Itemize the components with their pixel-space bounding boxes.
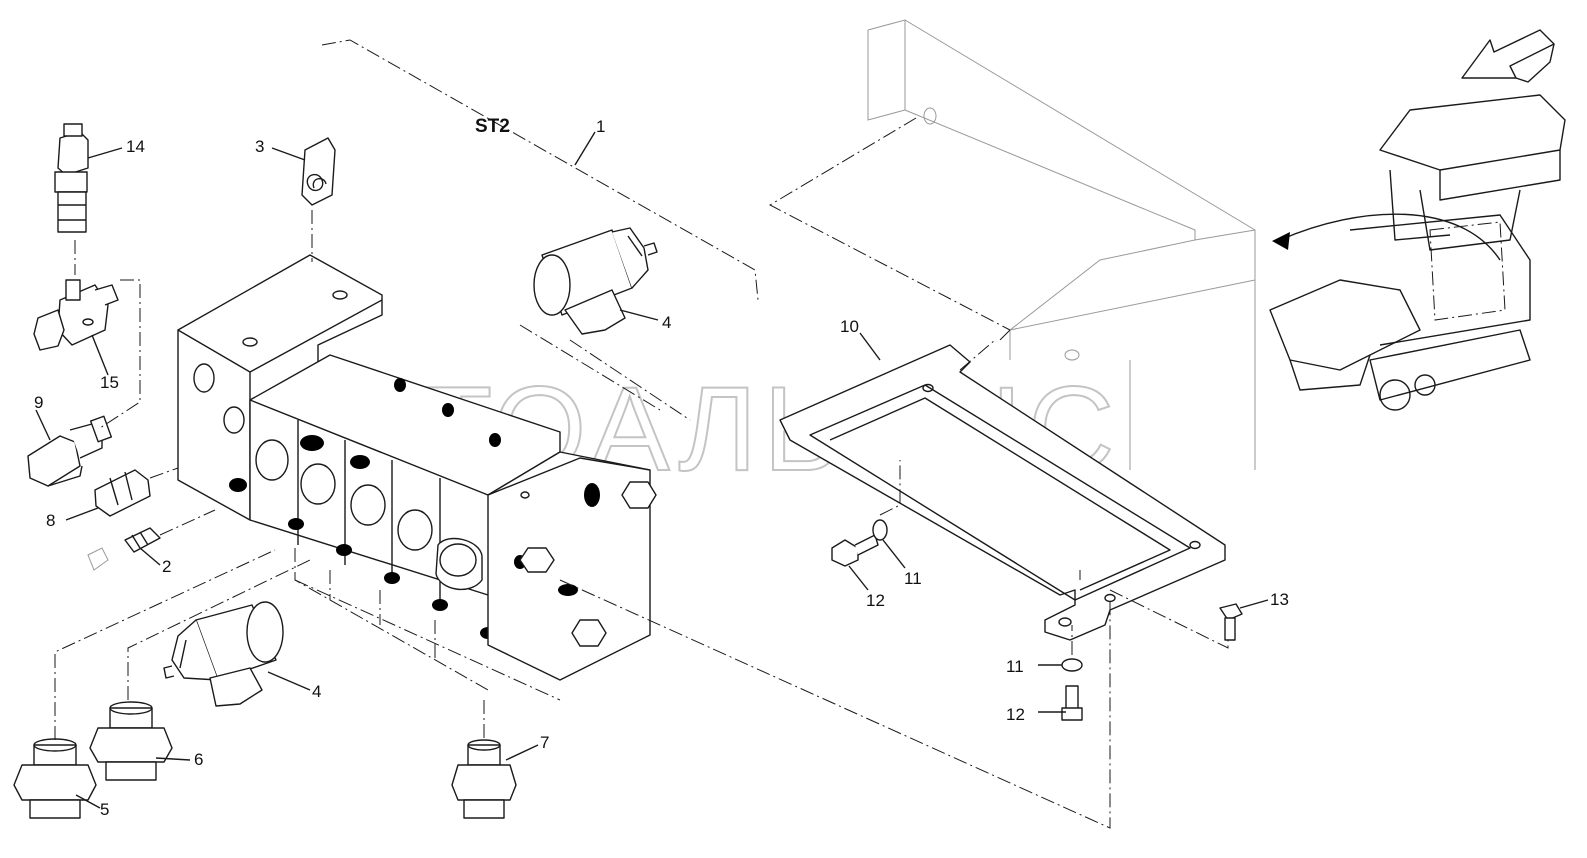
callout-5: 5 — [100, 800, 109, 819]
part-12-bolt-upper — [831, 534, 879, 567]
part-15-tee-fitting — [33, 279, 119, 351]
part-9-fitting — [27, 415, 113, 487]
part-11-washer-lower — [1061, 658, 1083, 672]
part-7-fitting — [451, 739, 517, 819]
callout-1: 1 — [596, 117, 605, 136]
part-6-fitting — [89, 701, 173, 781]
callout-3: 3 — [255, 137, 264, 156]
callout-12-upper: 12 — [866, 591, 885, 610]
callout-6: 6 — [194, 750, 203, 769]
part-12-bolt-lower — [1061, 685, 1083, 721]
mounting-bracket — [779, 344, 1226, 641]
valve-block-assembly — [177, 254, 657, 701]
part-11-washer-upper — [872, 519, 888, 541]
part-8-fitting — [94, 469, 151, 517]
paver-machine-thumbnail — [1269, 94, 1566, 411]
callout-11-lower: 11 — [1006, 657, 1024, 676]
callout-labels: ST2 1 2 3 4 4 5 6 7 8 9 10 11 11 12 12 1… — [34, 116, 1289, 819]
callout-9: 9 — [34, 393, 43, 412]
part-2-screw — [87, 527, 161, 571]
callout-12-lower: 12 — [1006, 705, 1025, 724]
direction-arrow-icon — [1461, 29, 1555, 83]
section-label-st2: ST2 — [475, 116, 510, 137]
assembly-center-lines — [54, 39, 1229, 829]
callout-4-upper: 4 — [662, 313, 671, 332]
callout-15: 15 — [100, 373, 119, 392]
part-4-solenoid-lower — [163, 601, 284, 707]
part-5-fitting — [13, 738, 97, 819]
vehicle-frame — [867, 19, 1256, 470]
callout-7: 7 — [540, 733, 549, 752]
callout-2: 2 — [162, 557, 171, 576]
part-3-clip — [301, 137, 336, 206]
part-13-bolt — [1219, 603, 1243, 641]
callout-13: 13 — [1270, 590, 1289, 609]
leader-lines — [35, 131, 1269, 809]
part-4-solenoid-upper — [533, 227, 658, 335]
part-14-fitting — [54, 123, 89, 233]
callout-8: 8 — [46, 511, 55, 530]
callout-14: 14 — [126, 137, 145, 156]
callout-10: 10 — [840, 317, 859, 336]
callout-4-lower: 4 — [312, 682, 321, 701]
callout-11-upper: 11 — [904, 569, 922, 588]
